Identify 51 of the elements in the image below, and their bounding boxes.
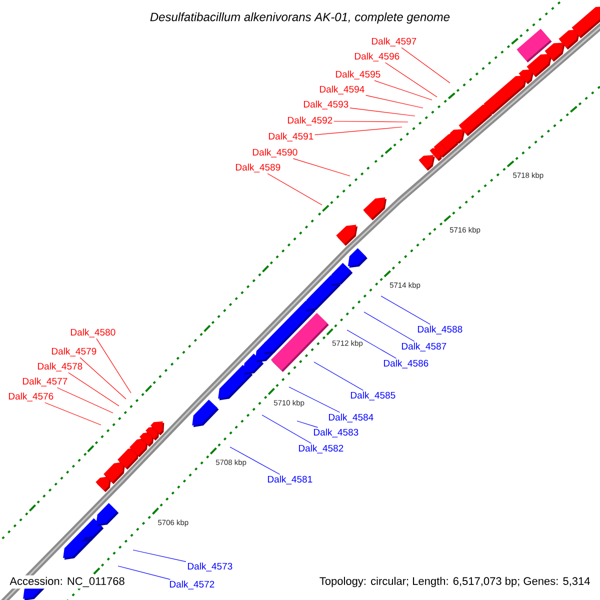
- gene-label: Dalk_4580: [70, 328, 116, 338]
- leader-line: [385, 62, 438, 98]
- leader-line: [262, 414, 312, 444]
- leader-line: [314, 362, 364, 391]
- gene-label: Dalk_4576: [8, 392, 54, 402]
- gene-label: Dalk_4578: [38, 362, 82, 372]
- gene-label: Dalk_4587: [402, 342, 446, 352]
- gene-label: Dalk_4583: [314, 428, 358, 438]
- leader-line: [267, 173, 322, 206]
- leader-line: [334, 120, 408, 122]
- leader-line: [380, 296, 431, 325]
- gene-label: Dalk_4594: [320, 86, 364, 94]
- leader-line: [364, 312, 415, 342]
- gene-label: Dalk_4582: [298, 444, 344, 454]
- gene-label: Dalk_4590: [252, 148, 298, 158]
- leader-line: [374, 80, 432, 100]
- gene-label: Dalk_4595: [336, 70, 380, 80]
- leader-line: [68, 372, 120, 406]
- leader-line: [292, 158, 350, 176]
- leader-line: [96, 338, 132, 394]
- genome-info-text: Topology: circular; Length: 6,517,073 bp; Genes: 5,314: [318, 575, 592, 589]
- leader-line: [56, 387, 114, 414]
- gene-label: Dalk_4573: [188, 562, 232, 572]
- leader-line: [230, 446, 280, 475]
- gene-label: Dalk_4585: [351, 392, 396, 400]
- leader-line: [366, 95, 424, 108]
- gene-label: Dalk_4588: [418, 326, 462, 334]
- gene-label: Dalk_4586: [384, 360, 428, 368]
- gene-label: Dalk_4589: [236, 164, 280, 172]
- gene-label: Dalk_4579: [52, 348, 96, 356]
- accession-text: Accession: NC_011768: [8, 575, 126, 589]
- leader-line: [118, 566, 170, 580]
- leader-line: [350, 108, 416, 116]
- gene-label: Dalk_4593: [304, 100, 348, 110]
- leader-line: [296, 420, 318, 428]
- gene-label: Dalk_4572: [170, 580, 214, 590]
- title: Desulfatibacillum alkenivorans AK-01, complete genome: [150, 12, 450, 24]
- gene-label: Dalk_4584: [328, 414, 374, 422]
- leader-line: [314, 126, 402, 136]
- gene-label: Dalk_4591: [268, 132, 314, 142]
- leader-line: [132, 550, 186, 562]
- gene-label: Dalk_4581: [268, 476, 312, 484]
- leader-line: [346, 330, 397, 359]
- gene-label: Dalk_4597: [372, 38, 416, 46]
- gene-label: Dalk_4596: [355, 52, 400, 62]
- leader-line: [288, 386, 340, 413]
- leader-line: [44, 402, 102, 426]
- leader-line: [80, 357, 126, 400]
- gene-label: Dalk_4592: [288, 116, 332, 126]
- leader-line: [401, 47, 450, 84]
- gene-label: Dalk_4577: [22, 378, 68, 386]
